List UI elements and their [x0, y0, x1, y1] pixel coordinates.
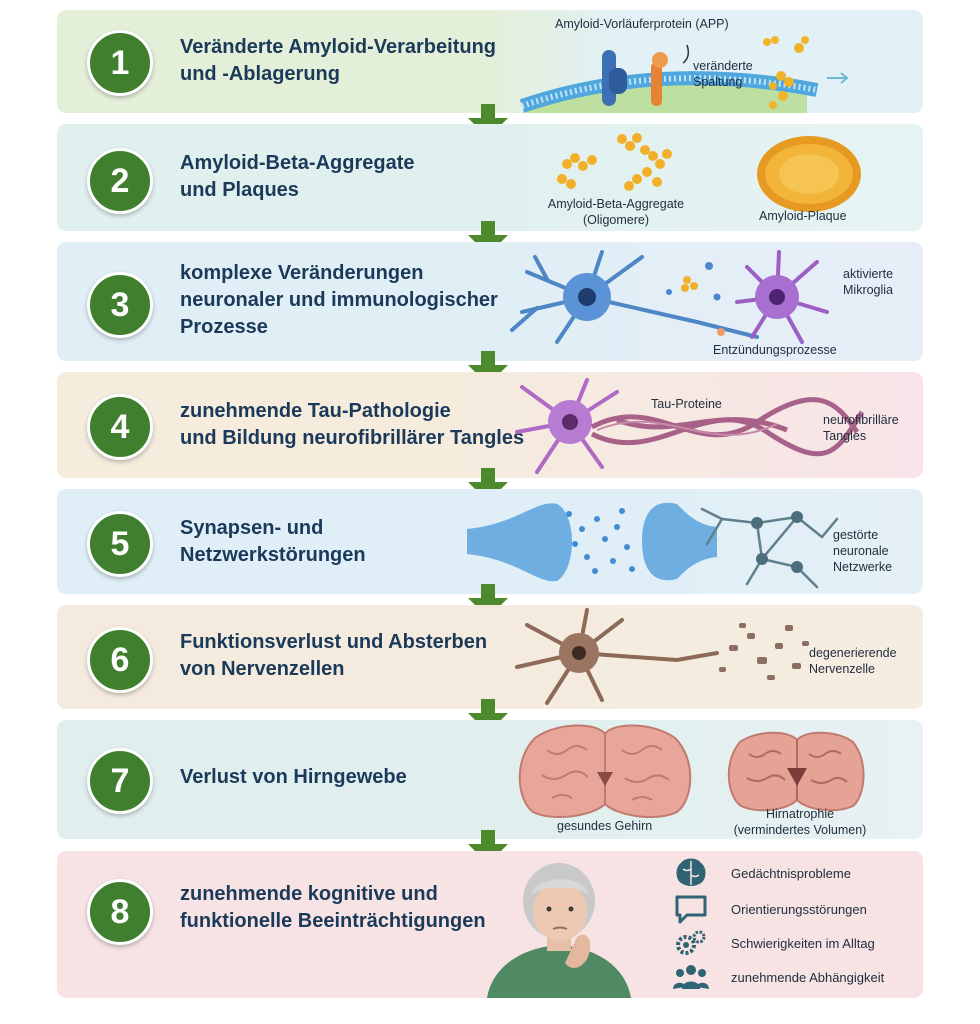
degenerating-label: degenerierende Nervenzelle: [809, 646, 897, 676]
symptom-orientation: Orientierungsstörungen: [731, 902, 867, 917]
step-1-panel: 1 Veränderte Amyloid-Verarbeitung und -A…: [57, 10, 923, 113]
speech-bubble-icon: [675, 895, 707, 924]
step-6-panel: 6 Funktionsverlust und Absterben von Ner…: [57, 605, 923, 709]
symptom-memory: Gedächtnisprobleme: [731, 866, 851, 881]
step-2-title: Amyloid-Beta-Aggregate und Plaques: [180, 152, 415, 201]
app-label: Amyloid-Vorläuferprotein (APP): [555, 17, 729, 31]
inflammation-label: Entzündungsprozesse: [713, 343, 837, 357]
elderly-woman-illustration: [487, 863, 631, 998]
degenerating-neuron-illustration: [515, 608, 809, 705]
tau-label: Tau-Proteine: [651, 397, 722, 411]
symptom-daily-life: Schwierigkeiten im Alltag: [731, 936, 875, 951]
brain-icon: [676, 858, 706, 886]
brain-comparison-illustration: [518, 724, 865, 819]
step-4-number: 4: [87, 394, 153, 460]
step-8-number: 8: [87, 879, 153, 945]
flow-arrow-3: [468, 351, 508, 385]
symptom-dependence: zunehmende Abhängigkeit: [731, 970, 885, 985]
step-4-title: zunehmende Tau-Pathologie und Bildung ne…: [180, 400, 525, 449]
step-6-number: 6: [87, 627, 153, 693]
step-8-panel: 8 zunehmende kognitive und funktionelle …: [57, 851, 923, 998]
step-7-title: Verlust von Hirngewebe: [180, 766, 407, 788]
step-4-panel: 4 zunehmende Tau-Pathologie und Bildung …: [57, 372, 923, 478]
step-8-title: zunehmende kognitive und funktionelle Be…: [180, 883, 486, 932]
step-7-panel: 7 Verlust von Hirngewebe gesundes Gehirn…: [57, 720, 923, 839]
step-5-panel: 5 Synapsen- und Netzwerkstörungen gestör…: [57, 489, 923, 594]
amyloid-aggregates-illustration: [557, 133, 861, 212]
tau-tangles-illustration: [515, 378, 865, 474]
cleavage-label: veränderte Spaltung: [693, 59, 753, 89]
gears-icon: [676, 930, 706, 955]
flow-arrow-2: [468, 221, 508, 255]
step-3-number: 3: [87, 272, 153, 338]
tangles-label: neurofibrilläre Tangles: [823, 413, 899, 443]
flow-arrow-6: [468, 699, 508, 733]
oligomers-label: Amyloid-Beta-Aggregate (Oligomere): [547, 197, 685, 227]
step-3-panel: 3 komplexe Veränderungen neuronaler und …: [57, 242, 923, 361]
flow-arrow-1: [468, 104, 508, 138]
flow-arrow-4: [468, 468, 508, 502]
network-label: gestörte neuronale Netzwerke: [833, 528, 893, 574]
plaque-label: Amyloid-Plaque: [759, 209, 847, 223]
step-7-number: 7: [87, 748, 153, 814]
step-2-number: 2: [87, 148, 153, 214]
step-1-number: 1: [87, 30, 153, 96]
neuron-microglia-illustration: [510, 250, 829, 344]
atrophy-label: Hirnatrophie (vermindertes Volumen): [733, 807, 867, 837]
healthy-brain-label: gesundes Gehirn: [557, 819, 653, 833]
flow-arrow-5: [468, 584, 508, 618]
flow-arrow-7: [468, 830, 508, 864]
people-icon: [673, 965, 709, 989]
step-6-title: Funktionsverlust und Absterben von Nerve…: [180, 631, 488, 680]
step-2-panel: 2 Amyloid-Beta-Aggregate und Plaques Amy…: [57, 124, 923, 231]
membrane-illustration: [519, 36, 849, 113]
step-5-number: 5: [87, 511, 153, 577]
step-5-title: Synapsen- und Netzwerkstörungen: [180, 517, 366, 566]
step-3-title: komplexe Veränderungen neuronaler und im…: [180, 262, 498, 338]
step-1-title: Veränderte Amyloid-Verarbeitung und -Abl…: [180, 36, 497, 85]
microglia-label: aktivierte Mikroglia: [843, 267, 894, 297]
synapse-network-illustration: [467, 502, 839, 589]
